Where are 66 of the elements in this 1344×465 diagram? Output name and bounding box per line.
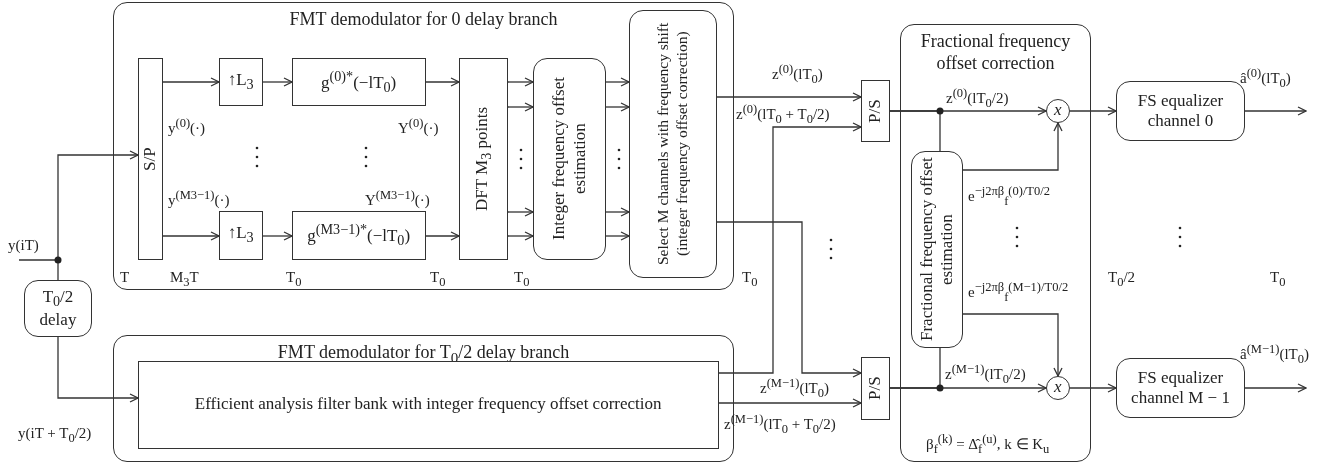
group-title: Fractional frequency offset correction bbox=[919, 31, 1072, 75]
arrow bbox=[425, 77, 460, 87]
edge-label: y(iT) bbox=[8, 236, 39, 254]
signal-label: T$_{0}$/2 bbox=[1108, 268, 1136, 290]
group-frame bbox=[900, 24, 1091, 462]
filter-block: g$^{(0)*}$(−lT$_{0}$) bbox=[291, 57, 426, 106]
arrow bbox=[962, 122, 1063, 171]
converter-block: P/S bbox=[861, 357, 890, 420]
arrow bbox=[718, 398, 862, 408]
signal-label: Y$^{(M3−1)}$(·) bbox=[365, 188, 430, 209]
formula-text: β$_{f}$$^{(k)}$ = Δ̂$_{f}$$^{(u)}$, k ∈ K$_{u}$ bbox=[926, 432, 1050, 457]
filter-bank-block: Efficient analysis filter bank with integer frequency offset correction bbox=[137, 360, 719, 449]
edge-label: y(iT + T$_{0}$/2) bbox=[18, 424, 92, 446]
estimator-block: Fractional frequency offset estimation bbox=[910, 150, 963, 348]
arrow bbox=[605, 207, 630, 217]
arrow bbox=[262, 231, 293, 241]
arrow bbox=[605, 77, 630, 87]
multiplier-node: x bbox=[1045, 98, 1070, 123]
arrow bbox=[605, 102, 630, 112]
edge-label: z$^{(M−1)}$(lT$_{0}$) bbox=[760, 376, 829, 401]
delay-block: T$_{0}$/2 delay bbox=[24, 280, 92, 337]
signal-label: T bbox=[120, 268, 130, 286]
arrow bbox=[1244, 106, 1307, 116]
edge-label: z$^{(0)}$(lT$_{0}$) bbox=[772, 62, 823, 87]
group-frame bbox=[113, 2, 734, 290]
edge-label: z$^{(0)}$(lT$_{0}$ + T$_{0}$/2) bbox=[736, 102, 830, 127]
filter-block: g$^{(M3−1)*}$(−lT$_{0}$) bbox=[291, 210, 426, 260]
arrow bbox=[718, 122, 862, 374]
arrow bbox=[507, 231, 534, 241]
arrow bbox=[262, 77, 293, 87]
arrow bbox=[425, 231, 460, 241]
arrow bbox=[1069, 383, 1117, 393]
converter-block: P/S bbox=[861, 80, 890, 142]
arrow bbox=[162, 77, 220, 87]
arrow bbox=[1244, 383, 1307, 393]
edge-label: z$^{(0)}$(lT$_{0}$/2) bbox=[946, 86, 1009, 111]
equalizer-block: FS equalizer channel M − 1 bbox=[1116, 358, 1245, 418]
edge-label: z$^{(M−1)}$(lT$_{0}$/2) bbox=[945, 362, 1026, 387]
signal-label: y$^{(M3−1)}$(·) bbox=[168, 188, 230, 209]
signal-label: Y$^{(0)}$(·) bbox=[398, 116, 439, 137]
arrow bbox=[57, 336, 139, 403]
arrow bbox=[507, 77, 534, 87]
arrow bbox=[507, 102, 534, 112]
arrow bbox=[162, 231, 220, 241]
signal-label: T$_{0}$ bbox=[514, 268, 530, 290]
arrow bbox=[716, 221, 862, 378]
arrow bbox=[507, 207, 534, 217]
signal-label: M$_{3}$T bbox=[170, 268, 199, 290]
converter-block: S/P bbox=[137, 57, 163, 260]
multiplier-node: x bbox=[1045, 375, 1070, 400]
upsampler-block: ↑L$_{3}$ bbox=[218, 210, 263, 260]
signal-label: y$^{(0)}$(·) bbox=[168, 116, 206, 137]
arrow bbox=[716, 92, 862, 102]
connector-line bbox=[889, 347, 941, 389]
estimator-block: Integer frequency offset estimation bbox=[532, 57, 606, 260]
arrow bbox=[605, 231, 630, 241]
signal-label: T$_{0}$ bbox=[430, 268, 446, 290]
upsampler-block: ↑L$_{3}$ bbox=[218, 57, 263, 106]
arrow bbox=[1069, 106, 1117, 116]
arrow bbox=[18, 150, 139, 261]
selector-block: Select M channels with frequency shift (integer frequency offset correction) bbox=[628, 9, 717, 278]
signal-label: T$_{0}$ bbox=[742, 268, 758, 290]
arrow bbox=[962, 313, 1063, 377]
connector-line bbox=[889, 110, 941, 152]
signal-label: T$_{0}$ bbox=[1270, 268, 1286, 290]
signal-label: T$_{0}$ bbox=[286, 268, 302, 290]
